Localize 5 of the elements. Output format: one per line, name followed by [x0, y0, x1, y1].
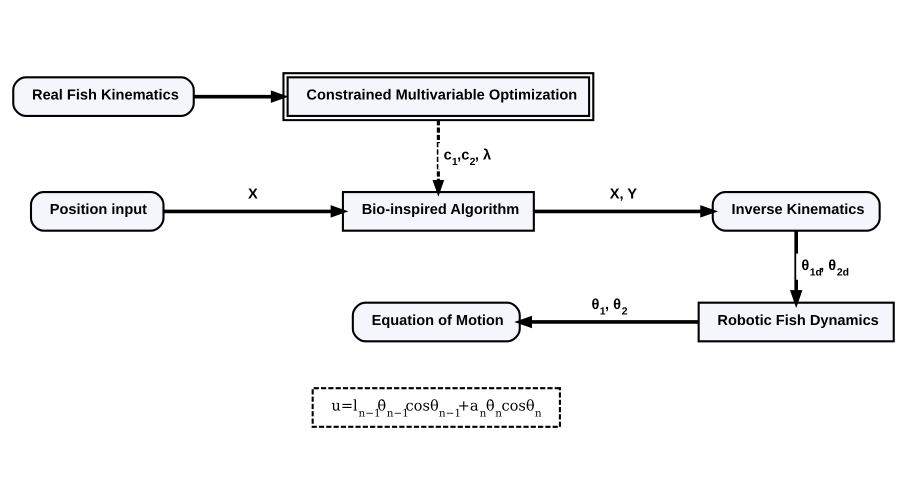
edge-label: X, Y	[610, 186, 638, 202]
edge-label: θ$_{1}$, θ$_{2}$	[591, 296, 628, 318]
edge-label: X	[248, 186, 258, 202]
edge-label: c$_{1}$,c$_{2}$, λ	[444, 146, 492, 168]
edge-label: θ$_{1d}$, θ$_{2d}$	[801, 258, 850, 278]
